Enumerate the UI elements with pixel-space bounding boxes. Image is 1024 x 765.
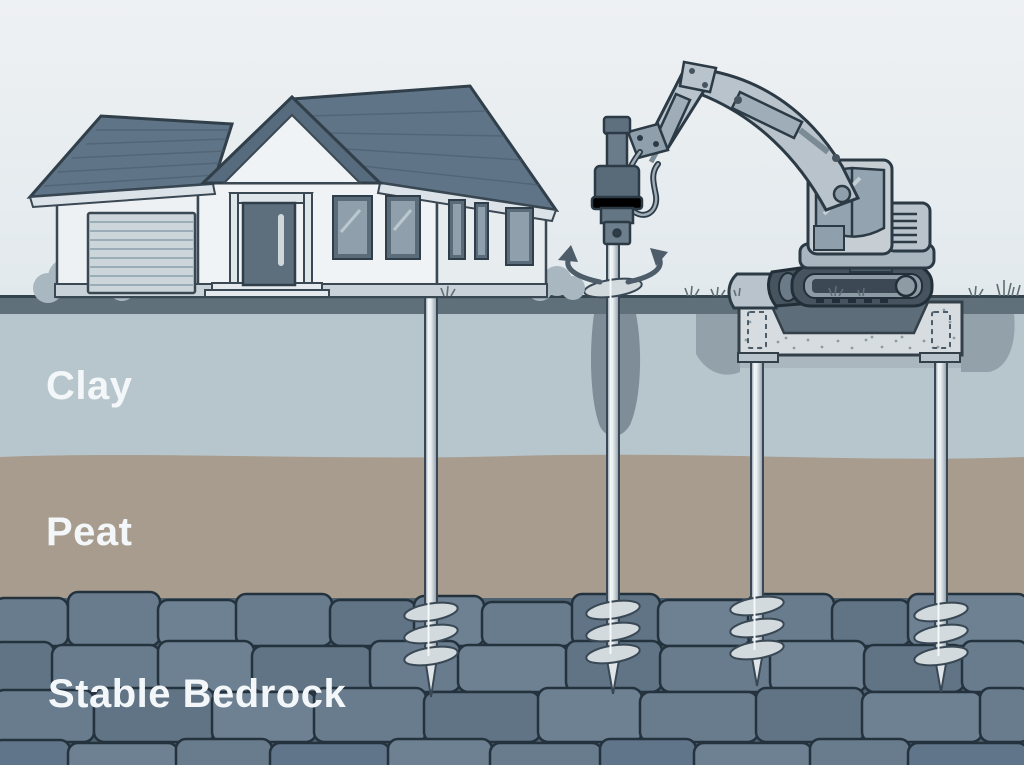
wrist-linkage	[626, 122, 670, 160]
garage-roof	[26, 114, 235, 209]
rotation-arrows-icon	[558, 245, 668, 285]
porch-step-lower	[204, 289, 330, 298]
boom-cylinder	[730, 90, 804, 140]
label-clay: Clay	[46, 364, 133, 408]
window-main-2	[385, 195, 421, 260]
door-glass-strip	[278, 214, 284, 266]
pile-cap-plate-right	[919, 352, 961, 363]
pile-cap-plate-left	[737, 352, 779, 363]
pile-embed-dashed-right	[931, 311, 951, 349]
cab-door-panel	[813, 225, 845, 251]
front-door	[241, 201, 297, 287]
window-wing-3	[505, 207, 534, 266]
drill-head	[590, 115, 644, 246]
garage-fascia	[28, 182, 217, 209]
screw-pile-under-house	[403, 283, 459, 698]
label-stable-bedrock: Stable Bedrock	[48, 672, 346, 716]
gable-wall	[221, 113, 363, 184]
label-peat: Peat	[46, 510, 133, 554]
pile-embed-dashed-left	[747, 311, 767, 349]
elbow-joint	[678, 60, 718, 94]
excavation-shadow	[696, 314, 1015, 375]
front-gable	[199, 94, 384, 185]
grass-tufts	[440, 280, 1021, 297]
window-wing-2	[474, 202, 489, 260]
garage-door	[86, 211, 197, 295]
crawler-track	[790, 264, 934, 308]
window-wing-1	[448, 199, 466, 260]
dozer-blade	[727, 272, 778, 310]
window-main-1	[332, 195, 373, 260]
house	[26, 84, 560, 299]
screw-pile-slab-right	[913, 309, 969, 693]
boom-mount-pin	[832, 184, 852, 204]
soil-layer-peat	[0, 454, 1024, 612]
concrete-slab	[737, 300, 964, 363]
screw-pile-slab-left	[729, 309, 785, 687]
excavator	[590, 60, 936, 310]
